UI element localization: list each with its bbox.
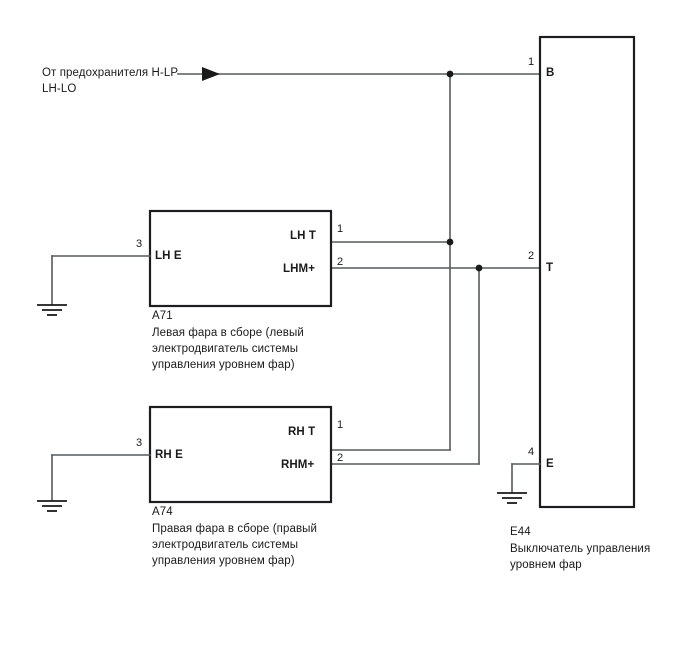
a71-description-line3: управления уровнем фар) (152, 359, 295, 371)
rhm-plus-wire (330, 267, 480, 465)
a74-description-line2: электродвигатель системы (152, 539, 299, 551)
a74-left-pin-number: 3 (136, 437, 143, 449)
rh-t-trunk-wire (330, 73, 451, 451)
e44-e-pin-number: 4 (528, 446, 535, 458)
a74-box (148, 405, 333, 504)
a71-box (148, 209, 333, 308)
e44-box (538, 35, 636, 509)
e44-t-terminal-label: T (546, 262, 554, 274)
e44-b-pin-number: 1 (528, 56, 535, 68)
a74-ground-wire (37, 454, 151, 512)
a71-left-terminal-label: LH E (155, 250, 182, 262)
junction-dot-feed (446, 70, 454, 78)
a71-right-top-pin-number: 1 (337, 223, 344, 235)
a74-right-top-pin-number: 1 (337, 419, 344, 431)
power-source-label-line1: От предохранителя H-LP (42, 67, 179, 79)
power-feed-wire (177, 67, 541, 81)
a74-right-top-terminal-label: RH T (288, 426, 316, 438)
power-flow-arrow-icon (202, 67, 220, 81)
e44-description-line1: Выключатель управления (510, 543, 651, 555)
a71-description-line2: электродвигатель системы (152, 343, 299, 355)
e44-e-terminal-label: E (546, 458, 554, 470)
e44-b-terminal-label: B (546, 67, 555, 79)
a71-right-bottom-pin-number: 2 (337, 256, 344, 268)
a74-right-bottom-pin-number: 2 (337, 452, 344, 464)
e44-t-pin-number: 2 (528, 250, 535, 262)
a74-left-terminal-label: RH E (155, 449, 183, 461)
a74-description-line3: управления уровнем фар) (152, 555, 295, 567)
e44-ground-wire (497, 463, 541, 504)
a71-description-line1: Левая фара в сборе (левый (152, 327, 304, 339)
a71-left-pin-number: 3 (136, 238, 143, 250)
a74-description-line1: Правая фара в сборе (правый (152, 523, 318, 535)
a71-reference-designator: A71 (152, 310, 173, 322)
a74-right-bottom-terminal-label: RHM+ (281, 459, 315, 471)
a71-ground-wire (37, 255, 151, 316)
a71-right-top-terminal-label: LH T (290, 230, 316, 242)
power-source-label-line2: LH-LO (42, 83, 77, 95)
e44-reference-designator: E44 (510, 526, 531, 538)
e44-description-line2: уровнем фар (510, 559, 582, 571)
junction-dot-lh-t (446, 238, 454, 246)
junction-dot-lhm-plus (475, 264, 483, 272)
a71-right-bottom-terminal-label: LHM+ (283, 263, 316, 275)
a74-reference-designator: A74 (152, 506, 173, 518)
